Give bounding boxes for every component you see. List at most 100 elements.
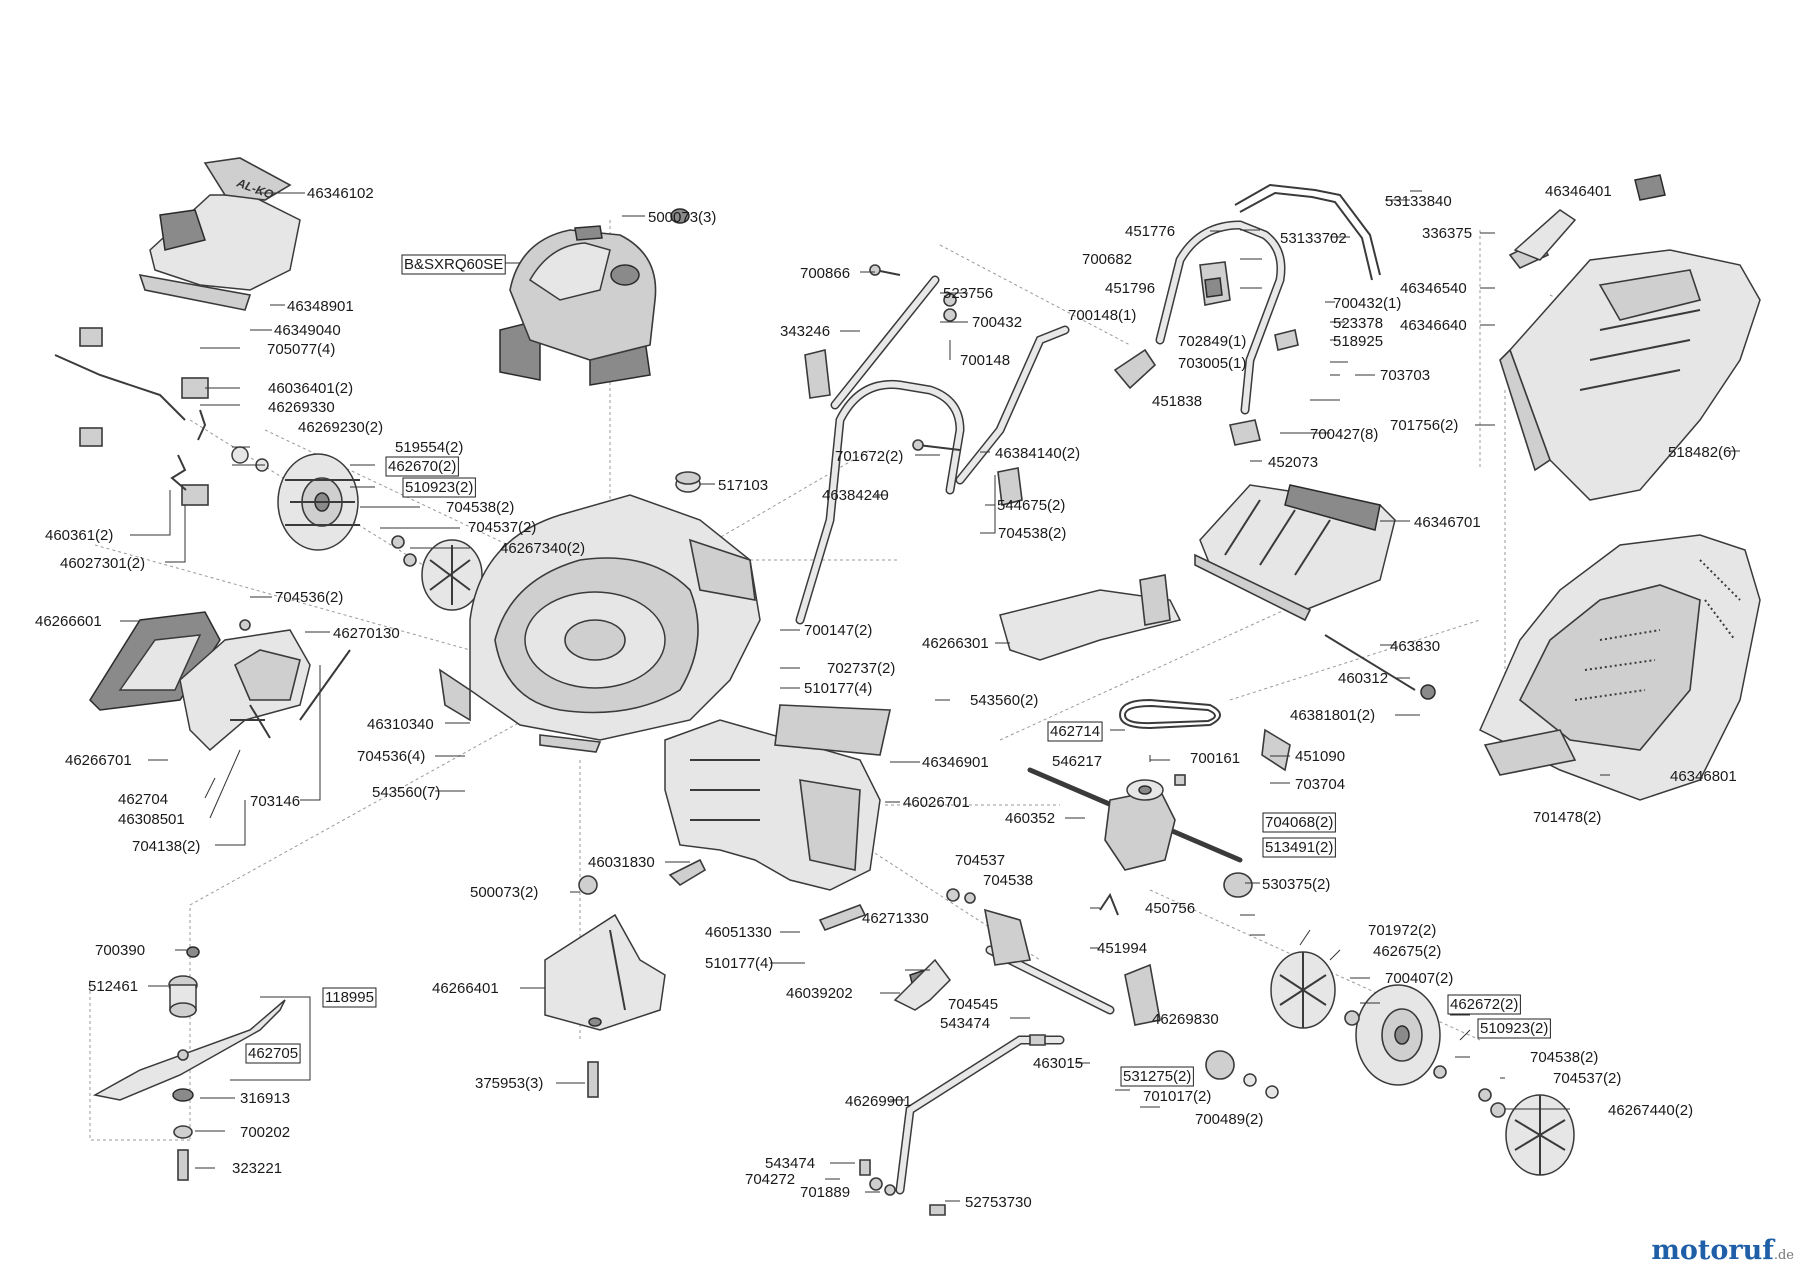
part-label-46384240: 46384240 xyxy=(822,487,889,504)
part-label-46267440: 46267440(2) xyxy=(1608,1102,1693,1119)
part-label-704068: 704068(2) xyxy=(1265,814,1333,831)
label-frame xyxy=(1262,837,1336,858)
part-label-323221: 323221 xyxy=(232,1160,282,1177)
part-label-46270130: 46270130 xyxy=(333,625,400,642)
part-label-46346401: 46346401 xyxy=(1545,183,1612,200)
part-label-700148-1: 700148(1) xyxy=(1068,307,1136,324)
bolt-part xyxy=(578,875,599,1098)
height-adjust-lever-part xyxy=(54,327,269,506)
part-label-543474-mid: 543474 xyxy=(940,1015,990,1032)
part-label-700161: 700161 xyxy=(1190,750,1240,767)
part-label-462675: 462675(2) xyxy=(1373,943,1441,960)
label-frame xyxy=(1047,721,1103,742)
part-label-510177-top: 510177(4) xyxy=(804,680,872,697)
part-label-118995: 118995 xyxy=(325,989,374,1006)
watermark-tld: .de xyxy=(1773,1248,1794,1263)
part-label-531275: 531275(2) xyxy=(1123,1068,1191,1085)
part-label-510923-left: 510923(2) xyxy=(405,479,473,496)
part-label-700148: 700148 xyxy=(960,352,1010,369)
part-label-510177-bottom: 510177(4) xyxy=(705,955,773,972)
part-label-462714: 462714 xyxy=(1050,723,1100,740)
part-label-462670: 462670(2) xyxy=(388,458,456,475)
part-label-46036401: 46036401(2) xyxy=(268,380,353,397)
grass-catcher-bag-part xyxy=(1479,534,1761,801)
part-label-46267340: 46267340(2) xyxy=(500,540,585,557)
part-label-46269901: 46269901 xyxy=(845,1093,912,1110)
part-label-53133702: 53133702 xyxy=(1280,230,1347,247)
part-label-53133840: 53133840 xyxy=(1385,193,1452,210)
catcher-top-part xyxy=(1499,249,1761,501)
grip-part xyxy=(893,958,951,1011)
hubcap-left-part xyxy=(391,535,483,611)
part-label-700390: 700390 xyxy=(95,942,145,959)
part-label-704536-bottom: 704536(4) xyxy=(357,748,425,765)
part-label-46031830: 46031830 xyxy=(588,854,655,871)
part-label-510923-right: 510923(2) xyxy=(1480,1020,1548,1037)
part-label-46346901: 46346901 xyxy=(922,754,989,771)
part-label-704537-right: 704537(2) xyxy=(1553,1070,1621,1087)
part-label-450756: 450756 xyxy=(1145,900,1195,917)
part-label-46310340: 46310340 xyxy=(367,716,434,733)
part-label-518925: 518925 xyxy=(1333,333,1383,350)
small-bracket-part xyxy=(668,858,867,932)
part-label-543560-2: 543560(2) xyxy=(970,692,1038,709)
part-label-701478: 701478(2) xyxy=(1533,809,1601,826)
part-label-463830: 463830 xyxy=(1390,638,1440,655)
part-label-460312: 460312 xyxy=(1338,670,1388,687)
mower-deck-part xyxy=(438,494,761,753)
handle-clamp-part xyxy=(1113,329,1299,446)
drive-cable-part xyxy=(1099,634,1436,916)
part-label-46266601: 46266601 xyxy=(35,613,102,630)
wheel-cover-part xyxy=(1270,951,1336,1029)
part-label-546217: 546217 xyxy=(1052,753,1102,770)
watermark-brand: motoruf xyxy=(1651,1235,1774,1266)
grommet-part xyxy=(670,208,701,493)
part-label-703703: 703703 xyxy=(1380,367,1430,384)
gear-pinion-part xyxy=(1205,1050,1279,1099)
grass-deflector-part xyxy=(544,913,666,1031)
blade-adapter-part xyxy=(168,946,200,1018)
part-label-46348901: 46348901 xyxy=(287,298,354,315)
part-label-705077: 705077(4) xyxy=(267,341,335,358)
hubcap-right-part xyxy=(1478,1088,1575,1176)
part-label-704538-lower: 704538 xyxy=(983,872,1033,889)
part-label-46346102: 46346102 xyxy=(307,185,374,202)
drive-belt-part xyxy=(1118,698,1221,730)
part-label-704138: 704138(2) xyxy=(132,838,200,855)
part-label-462704: 462704 xyxy=(118,791,168,808)
watermark-logo: motoruf.de xyxy=(1651,1235,1794,1266)
part-label-46269330: 46269330 xyxy=(268,399,335,416)
part-label-701972: 701972(2) xyxy=(1368,922,1436,939)
part-label-46266301: 46266301 xyxy=(922,635,989,652)
catcher-deflector-part xyxy=(999,574,1182,661)
part-label-343246: 343246 xyxy=(780,323,830,340)
part-label-451796: 451796 xyxy=(1105,280,1155,297)
part-label-462672: 462672(2) xyxy=(1450,996,1518,1013)
part-label-46027301: 46027301(2) xyxy=(60,555,145,572)
catcher-lid-part xyxy=(1194,484,1396,622)
part-label-460361: 460361(2) xyxy=(45,527,113,544)
label-frame xyxy=(385,456,459,477)
label-frame xyxy=(401,254,506,275)
part-label-451090: 451090 xyxy=(1295,748,1345,765)
mower-blade-part xyxy=(92,999,286,1101)
part-label-512461: 512461 xyxy=(88,978,138,995)
label-frame xyxy=(1262,812,1336,833)
part-label-46346640: 46346640 xyxy=(1400,317,1467,334)
part-label-704537-left: 704537(2) xyxy=(468,519,536,536)
part-label-engine-model: B&SXRQ60SE xyxy=(404,256,503,273)
part-label-316913: 316913 xyxy=(240,1090,290,1107)
part-label-46266701: 46266701 xyxy=(65,752,132,769)
part-label-701672: 701672(2) xyxy=(835,448,903,465)
part-label-700432-1: 700432(1) xyxy=(1333,295,1401,312)
part-label-46346701: 46346701 xyxy=(1414,514,1481,531)
part-label-46346801: 46346801 xyxy=(1670,768,1737,785)
part-labels: 46346102 46348901 46349040 705077(4) 460… xyxy=(35,183,1737,1211)
blade-bolt-part xyxy=(172,1088,194,1181)
part-label-451776: 451776 xyxy=(1125,223,1175,240)
part-label-46349040: 46349040 xyxy=(274,322,341,339)
part-label-46039202: 46039202 xyxy=(786,985,853,1002)
part-label-700489: 700489(2) xyxy=(1195,1111,1263,1128)
engine-part xyxy=(499,225,657,386)
